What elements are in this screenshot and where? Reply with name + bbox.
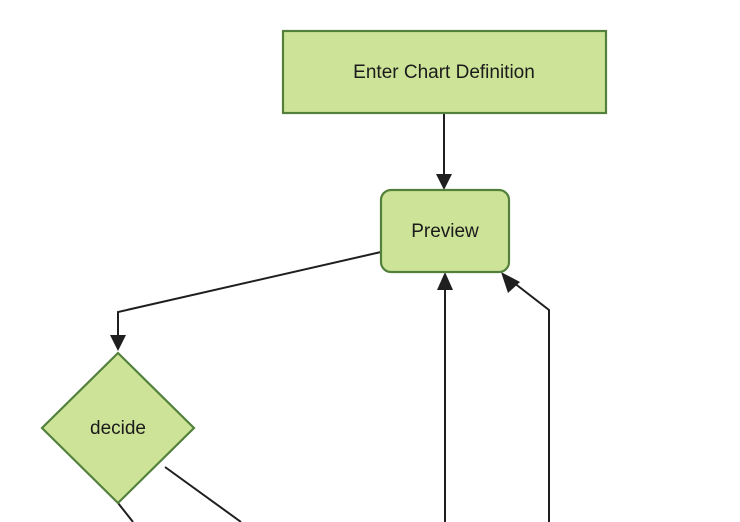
edge-bottom-right-to-preview (501, 272, 550, 522)
edge-bottom-center-to-preview (437, 272, 453, 522)
edge-decide-down-left-line (117, 502, 134, 522)
arrowhead-down-into-decide (110, 335, 126, 351)
node-layer: Enter Chart Definition Preview decide (40, 29, 608, 505)
node-preview-shape[interactable] (379, 188, 511, 274)
node-decide-shape[interactable] (40, 351, 196, 505)
edge-decide-down-right-line (164, 466, 242, 522)
edge-decide-down-left (117, 502, 134, 522)
edge-preview-to-decide (110, 251, 382, 351)
node-decide[interactable]: decide (40, 351, 196, 505)
arrowhead-down-into-preview (436, 174, 452, 190)
edge-bottom-right-to-preview-line (508, 278, 550, 522)
edge-decide-down-right (164, 466, 242, 522)
edge-preview-to-decide-line (117, 251, 382, 343)
node-preview[interactable]: Preview (379, 188, 511, 274)
node-enter-chart-definition-shape[interactable] (281, 29, 608, 115)
node-enter-chart-definition[interactable]: Enter Chart Definition (281, 29, 608, 115)
edge-layer (110, 113, 550, 522)
arrowhead-up-into-preview-bottom (437, 272, 453, 290)
edge-enter-to-preview (436, 113, 452, 190)
arrowhead-upleft-into-preview-corner (501, 272, 520, 293)
